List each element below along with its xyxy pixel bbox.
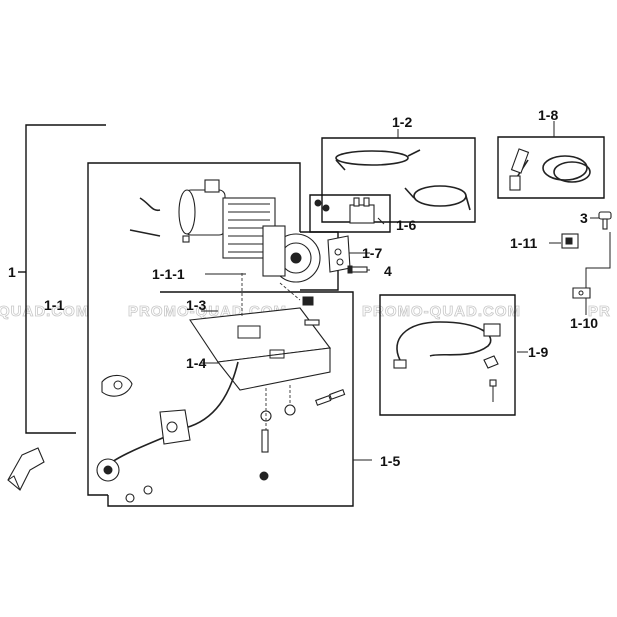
bolt-3 [598,211,612,230]
label-1: 1 [8,264,16,280]
group-box-1-6 [309,194,391,233]
mount-bracket-1-7 [327,235,351,273]
label-1-10: 1-10 [570,315,598,331]
cable-set-1-2 [335,149,471,211]
part-labels: 1 1-1 1-1-1 1-2 1-3 1-4 1-5 1-6 1-7 1-8 … [8,107,598,469]
label-1-2: 1-2 [392,114,412,130]
wiring-harness-1-8 [509,148,591,191]
switch-1-6 [314,197,375,224]
watermark-right: PROMO-QUAD.COM [362,303,521,320]
group-box-1-2 [321,137,476,223]
label-4: 4 [384,263,392,279]
cable-tie-parts [129,197,190,243]
watermark-left: QUAD.COM [0,303,89,320]
cable-tie [129,229,161,237]
leader-lines [201,121,611,461]
bolt-4 [347,265,368,274]
label-1-5: 1-5 [380,453,400,469]
group-box-1-9 [379,294,516,416]
group-box-1-8 [497,136,605,199]
label-1-1-1: 1-1-1 [152,266,185,282]
front-direction-arrow-icon [7,447,45,491]
rope-and-hook [96,361,239,503]
label-1-6: 1-6 [396,217,416,233]
label-1-3: 1-3 [186,297,206,313]
watermark-edge: PR [588,303,611,320]
bracket-1-10 [572,287,591,299]
label-1-9: 1-9 [528,344,548,360]
remote-cable-1-9 [393,321,501,402]
label-1-4: 1-4 [186,355,206,371]
label-3: 3 [580,210,588,226]
motor-terminal [204,179,220,193]
fairlead [159,409,191,445]
mount-plate [189,273,332,391]
label-1-7: 1-7 [362,245,382,261]
clip-1-11 [561,233,579,249]
group-box-1-1 [87,162,301,496]
label-1-8: 1-8 [538,107,558,123]
hook-strap [101,374,133,397]
fasteners [259,385,346,481]
strap-part [139,197,161,212]
label-1-1: 1-1 [44,297,64,313]
winch-assembly [178,179,321,283]
group-box-1-5 [107,291,354,507]
label-1-11: 1-11 [510,235,537,251]
assembly-bracket-1 [18,124,106,434]
